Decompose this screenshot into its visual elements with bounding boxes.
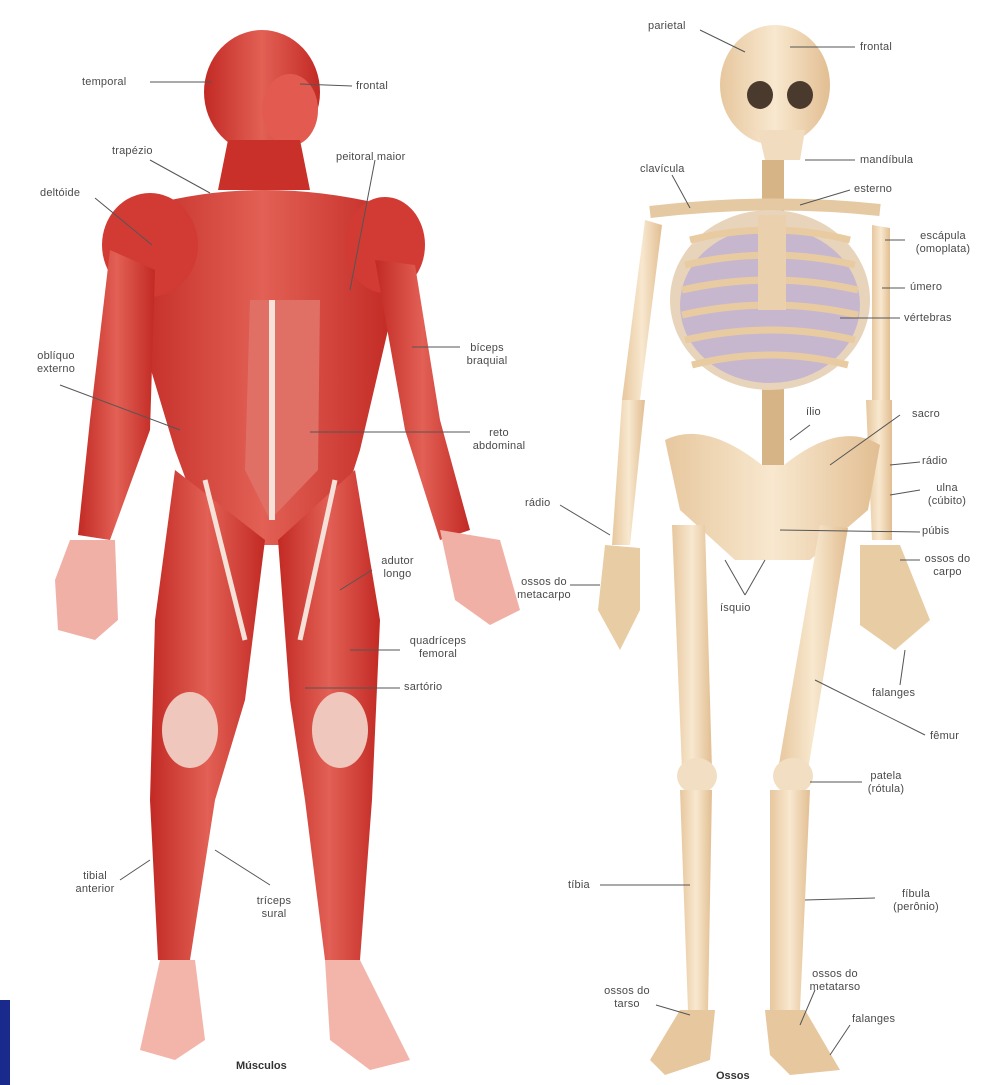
label-ulna-line2: (cúbito) bbox=[928, 495, 966, 507]
label-esterno: esterno bbox=[854, 183, 892, 196]
label-biceps-line2: braquial bbox=[467, 355, 508, 367]
label-patela: patela (rótula) bbox=[856, 770, 916, 796]
label-ossos-metatarso-line1: ossos do bbox=[812, 968, 858, 980]
label-ossos-do-carpo: ossos do carpo bbox=[915, 553, 980, 579]
label-falanges-hand: falanges bbox=[872, 687, 915, 700]
label-escapula-line1: escápula bbox=[920, 230, 966, 242]
label-triceps-line2: sural bbox=[262, 908, 287, 920]
label-fibula: fíbula (perônio) bbox=[876, 888, 956, 914]
label-biceps-braquial: bíceps braquial bbox=[452, 342, 522, 368]
label-quadriceps-femoral: quadríceps femoral bbox=[398, 635, 478, 661]
label-sacro: sacro bbox=[912, 408, 940, 421]
label-frontal-bone: frontal bbox=[860, 41, 892, 54]
label-triceps-sural: tríceps sural bbox=[244, 895, 304, 921]
label-escapula: escápula (omoplata) bbox=[902, 230, 984, 256]
label-falanges-foot: falanges bbox=[852, 1013, 895, 1026]
label-parietal: parietal bbox=[648, 20, 686, 33]
label-peitoral-maior: peitoral maior bbox=[336, 151, 405, 164]
label-ossos-tarso-line2: tarso bbox=[614, 998, 639, 1010]
label-radio-left: rádio bbox=[525, 497, 550, 510]
label-ossos-metatarso-line2: metatarso bbox=[810, 981, 861, 993]
label-quadriceps-line2: femoral bbox=[419, 648, 457, 660]
label-ossos-metacarpo-line1: ossos do bbox=[521, 576, 567, 588]
label-reto-line2: abdominal bbox=[473, 440, 526, 452]
label-radio-right: rádio bbox=[922, 455, 947, 468]
label-quadriceps-line1: quadríceps bbox=[410, 635, 466, 647]
label-fibula-line2: (perônio) bbox=[893, 901, 939, 913]
label-adutor-line1: adutor bbox=[381, 555, 413, 567]
label-ossos-do-metatarso: ossos do metatarso bbox=[800, 968, 870, 994]
label-fibula-line1: fíbula bbox=[902, 888, 930, 900]
label-deltoide: deltóide bbox=[40, 187, 80, 200]
label-ilio: ílio bbox=[806, 406, 821, 419]
label-sartorio: sartório bbox=[404, 681, 442, 694]
label-reto-abdominal: reto abdominal bbox=[464, 427, 534, 453]
caption-bones: Ossos bbox=[716, 1070, 750, 1082]
label-mandibula: mandíbula bbox=[860, 154, 913, 167]
label-trapezio: trapézio bbox=[112, 145, 153, 158]
label-temporal: temporal bbox=[82, 76, 126, 89]
label-ulna-line1: ulna bbox=[936, 482, 958, 494]
label-patela-line1: patela bbox=[870, 770, 901, 782]
label-ossos-carpo-line2: carpo bbox=[933, 566, 962, 578]
label-isquio: ísquio bbox=[720, 602, 751, 615]
label-tibial-line1: tibial bbox=[83, 870, 107, 882]
label-frontal-muscle: frontal bbox=[356, 80, 388, 93]
label-clavicula: clavícula bbox=[640, 163, 685, 176]
label-adutor-longo: adutor longo bbox=[370, 555, 425, 581]
label-ossos-metacarpo-line2: metacarpo bbox=[517, 589, 571, 601]
label-obliquo-line1: oblíquo bbox=[37, 350, 75, 362]
caption-muscles: Músculos bbox=[236, 1060, 287, 1072]
label-tibial-line2: anterior bbox=[76, 883, 115, 895]
label-triceps-line1: tríceps bbox=[257, 895, 291, 907]
label-tibial-anterior: tibial anterior bbox=[64, 870, 126, 896]
label-ossos-carpo-line1: ossos do bbox=[925, 553, 971, 565]
label-ossos-do-tarso: ossos do tarso bbox=[598, 985, 656, 1011]
label-umero: úmero bbox=[910, 281, 942, 294]
label-femur: fêmur bbox=[930, 730, 959, 743]
label-patela-line2: (rótula) bbox=[868, 783, 904, 795]
label-ossos-tarso-line1: ossos do bbox=[604, 985, 650, 997]
label-vertebras: vértebras bbox=[904, 312, 952, 325]
label-reto-line1: reto bbox=[489, 427, 509, 439]
left-edge-bar bbox=[0, 1000, 10, 1085]
label-escapula-line2: (omoplata) bbox=[916, 243, 971, 255]
label-tibia: tíbia bbox=[568, 879, 590, 892]
label-biceps-line1: bíceps bbox=[470, 342, 504, 354]
label-ossos-do-metacarpo: ossos do metacarpo bbox=[512, 576, 576, 602]
label-adutor-line2: longo bbox=[384, 568, 412, 580]
label-obliquo-line2: externo bbox=[37, 363, 75, 375]
label-ulna: ulna (cúbito) bbox=[918, 482, 976, 508]
label-pubis: púbis bbox=[922, 525, 949, 538]
label-obliquo-externo: oblíquo externo bbox=[26, 350, 86, 376]
